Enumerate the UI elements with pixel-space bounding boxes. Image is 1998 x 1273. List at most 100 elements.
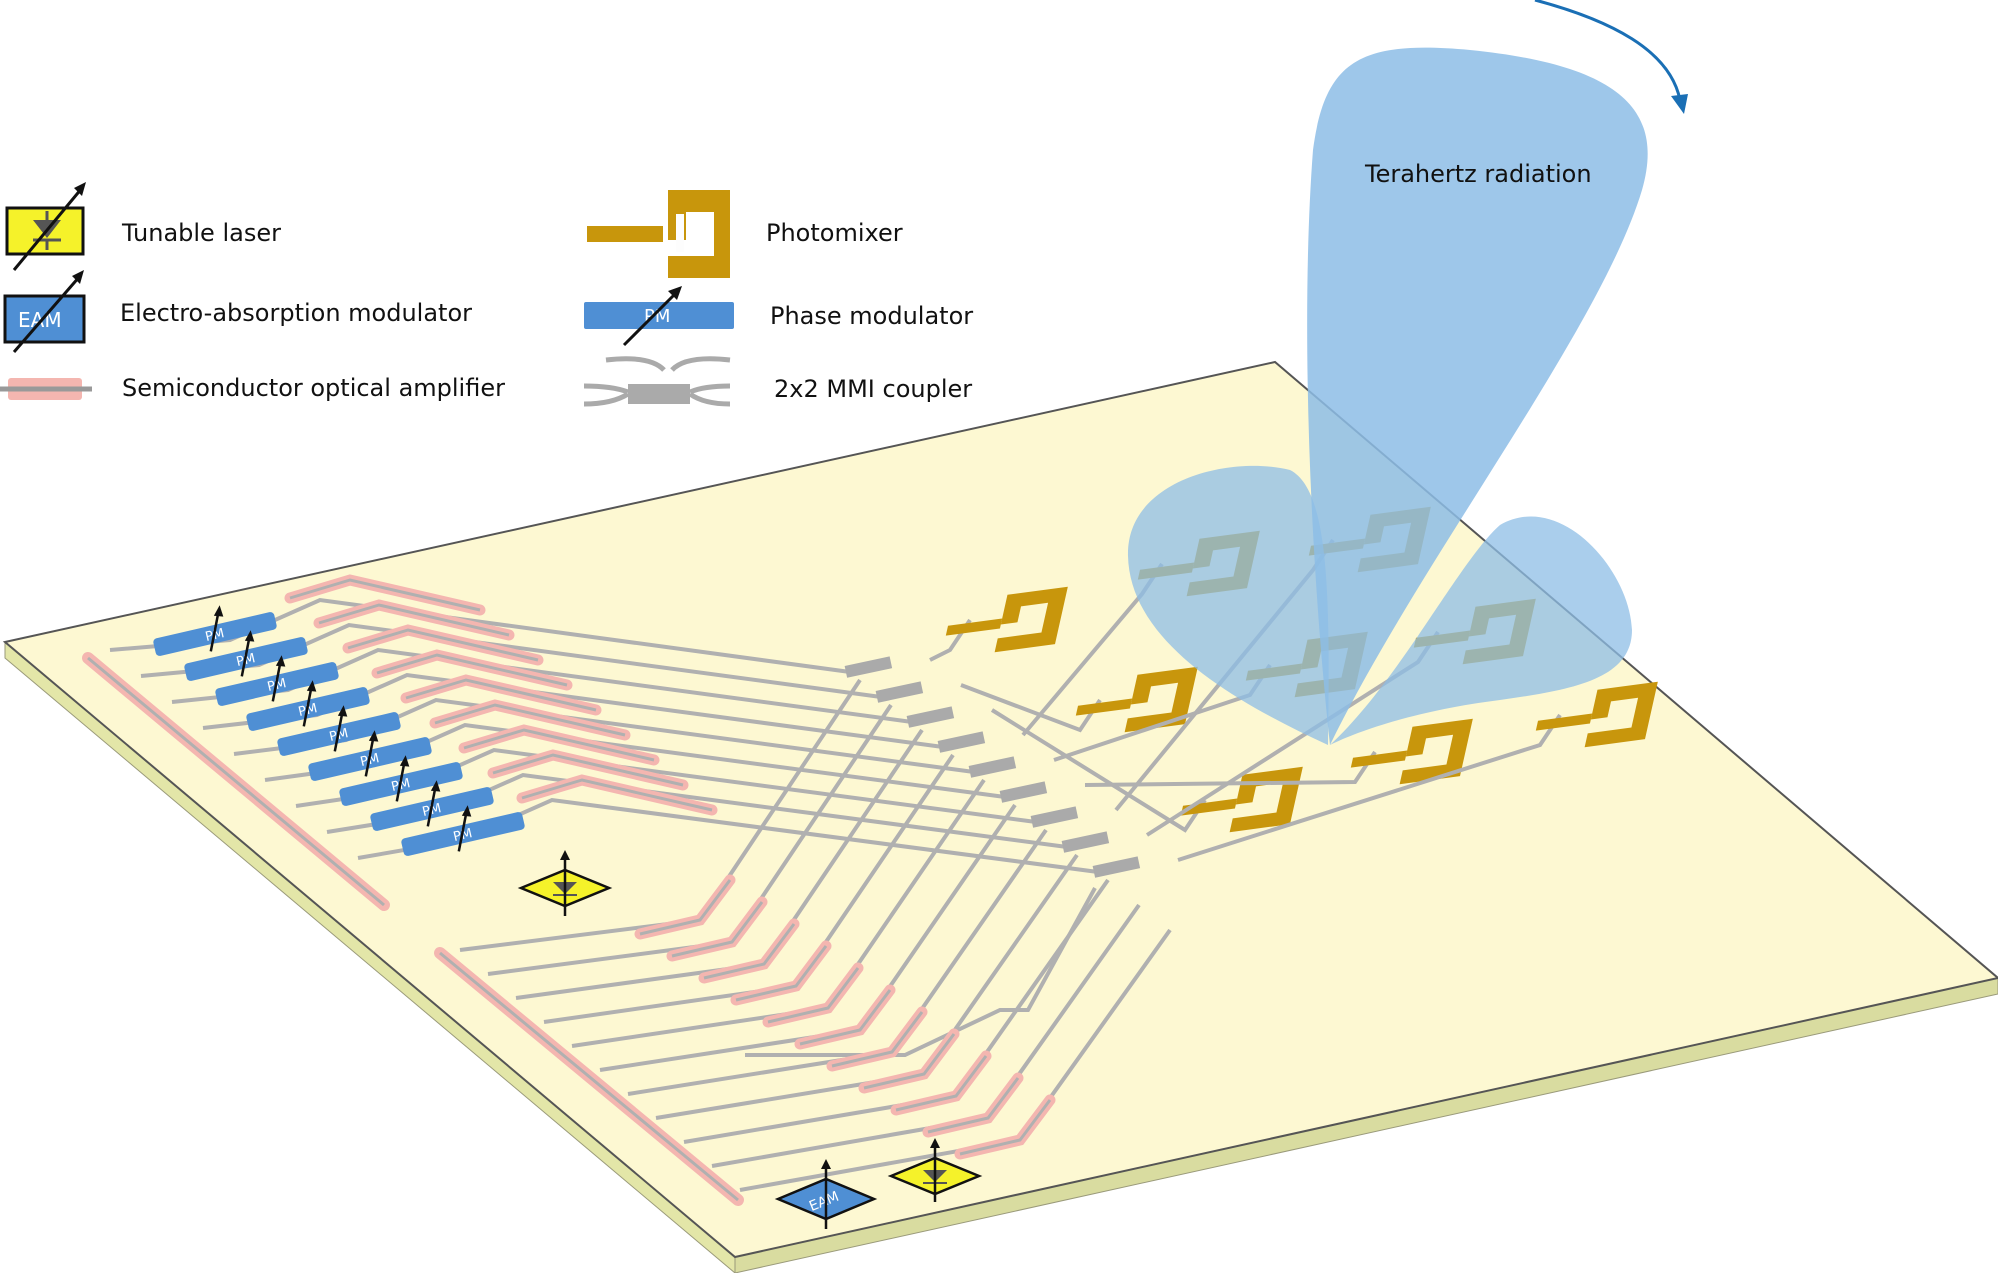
photomixer-pad <box>1124 666 1198 733</box>
phase-modulator: PM <box>184 630 308 681</box>
legend-eam-label: Electro-absorption modulator <box>120 299 472 327</box>
photomixer <box>1535 681 1658 748</box>
soa-legend-icon <box>0 378 92 400</box>
soa-waveguide <box>521 778 713 812</box>
mmi-coupler <box>906 706 955 728</box>
soa-waveguide <box>671 901 764 958</box>
terahertz-beam: Terahertz radiation <box>1127 0 1688 745</box>
legend-tunable-laser-label: Tunable laser <box>121 219 281 247</box>
legend: Tunable laser EAM Electro-absorption mod… <box>0 182 973 407</box>
tunable-laser-upper <box>517 850 613 916</box>
phase-modulator-arrow-head <box>244 630 255 642</box>
phase-modulator-arrow-head <box>399 755 410 767</box>
terahertz-radiation-label: Terahertz radiation <box>1364 160 1592 188</box>
mmi-coupler <box>844 656 893 678</box>
mmi-coupler <box>1092 856 1141 878</box>
phase-modulator-arrow <box>333 712 344 752</box>
phase-modulator-arrow <box>395 762 406 802</box>
photomixer <box>1075 666 1198 733</box>
phase-modulator-arrow <box>209 612 220 652</box>
photomixer-feed <box>1350 750 1408 768</box>
mmi-coupler <box>1030 806 1079 828</box>
soa-waveguide <box>927 1077 1020 1134</box>
phase-modulator-arrow-head <box>461 805 472 817</box>
phase-modulator-arrow-head <box>275 655 286 667</box>
phase-modulator: PM <box>153 605 277 656</box>
soa-waveguide <box>703 923 796 980</box>
soa-array <box>284 574 1056 1160</box>
soa-waveguide <box>492 753 684 787</box>
phase-modulator: PM <box>339 755 463 806</box>
soa-waveguide <box>376 653 568 687</box>
photomixer-feed <box>945 618 1003 636</box>
soa-waveguide <box>831 1011 924 1068</box>
phase-modulator: PM <box>277 705 401 756</box>
legend-photomixer-label: Photomixer <box>766 219 903 247</box>
phase-modulator-arrow <box>240 637 251 677</box>
phase-modulator-arrow <box>457 812 468 852</box>
mmi-coupler <box>875 681 924 703</box>
photomixer-feed <box>1075 698 1133 716</box>
mmi-coupler <box>999 781 1048 803</box>
soa-waveguide <box>767 967 860 1024</box>
phase-modulator-arrow <box>302 687 313 727</box>
eam-legend-icon: EAM <box>3 270 86 353</box>
eam-chip-device: EAM <box>774 1159 878 1229</box>
soa-waveguide <box>318 603 510 637</box>
phase-modulator: PM <box>370 780 494 831</box>
lower-waveguide-array <box>745 887 1097 1057</box>
phase-modulator: PM <box>215 655 339 706</box>
phase-modulator: PM <box>246 680 370 731</box>
mmi-coupler-legend-icon <box>583 356 731 407</box>
soa-waveguide <box>289 578 481 612</box>
soa-waveguide <box>735 945 828 1002</box>
phase-modulator-legend-icon: PM <box>584 286 734 347</box>
eam-legend-text: EAM <box>18 308 62 332</box>
phase-modulator-array: PMPMPMPMPMPMPMPMPM <box>153 605 525 856</box>
phase-modulator-arrow-head <box>430 780 441 792</box>
soa-waveguide <box>863 1033 956 1090</box>
mmi-coupler <box>1061 831 1110 853</box>
soa-waveguide <box>463 728 655 762</box>
phase-modulator-arrow-head <box>306 680 317 692</box>
soa-waveguide <box>959 1099 1052 1156</box>
beam-side-lobe-right <box>1330 516 1632 745</box>
photomixer-legend-icon <box>587 190 730 278</box>
legend-mmi-label: 2x2 MMI coupler <box>774 375 972 403</box>
tunable-laser-legend-icon <box>5 182 86 271</box>
rotation-arrow <box>1534 0 1682 101</box>
soa-waveguide <box>347 628 539 662</box>
phase-modulator-arrow-head <box>368 730 379 742</box>
phase-modulator: PM <box>401 805 525 856</box>
soa-waveguide <box>405 678 597 712</box>
soa-waveguide <box>639 879 732 936</box>
phase-modulator-arrow <box>364 737 375 777</box>
legend-soa-label: Semiconductor optical amplifier <box>122 374 505 402</box>
photomixer-pad <box>1399 718 1473 785</box>
soa-waveguide <box>434 703 626 737</box>
phase-modulator: PM <box>308 730 432 781</box>
long-soa-strips <box>82 652 744 1206</box>
phase-modulator-arrow-head <box>337 705 348 717</box>
photomixer-pad <box>994 586 1068 653</box>
chip-top-surface <box>2 360 1998 1259</box>
mmi-coupler-array <box>844 656 1141 878</box>
photomixer-pad <box>1584 681 1658 748</box>
photomixer-feed <box>1180 798 1238 816</box>
pm-legend-text: PM <box>644 306 670 327</box>
photomixer-feed <box>1535 713 1593 731</box>
soa-waveguide <box>895 1055 988 1112</box>
phase-modulator-arrow <box>426 787 437 827</box>
photomixer <box>945 586 1068 653</box>
photomixer <box>1350 718 1473 785</box>
tunable-laser-lower <box>887 1138 983 1202</box>
rotation-arrow-head <box>1671 94 1688 114</box>
beam-main-lobe <box>1307 47 1648 745</box>
beam-side-lobe-left <box>1127 465 1329 745</box>
mmi-coupler <box>937 731 986 753</box>
soa-waveguide <box>799 989 892 1046</box>
legend-phase-modulator-label: Phase modulator <box>770 302 973 330</box>
mmi-coupler <box>968 756 1017 778</box>
phase-modulator-arrow-head <box>213 605 224 617</box>
